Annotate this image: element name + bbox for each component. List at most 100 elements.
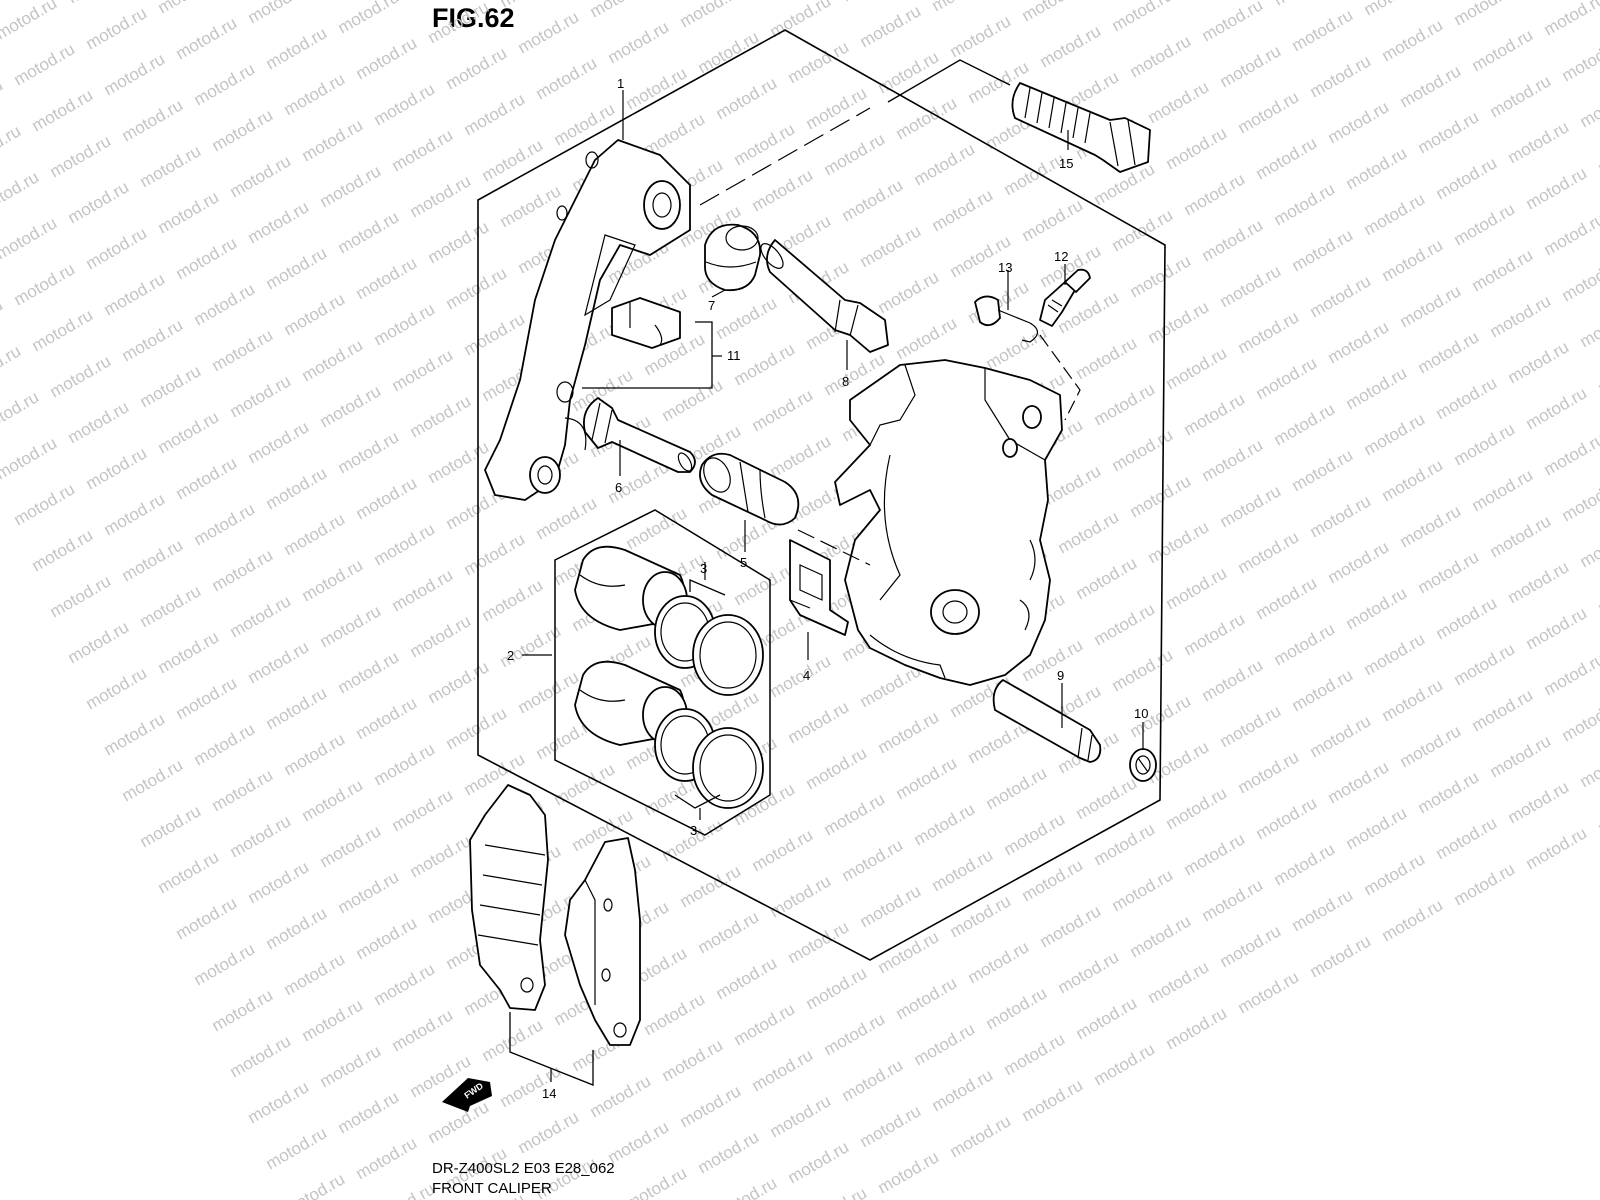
watermark-text: motod.ru [749, 825, 817, 875]
watermark-text: motod.ru [1361, 0, 1429, 19]
watermark-text: motod.ru [191, 719, 259, 769]
watermark-text: motod.ru [0, 75, 6, 125]
watermark-text: motod.ru [1397, 281, 1465, 331]
watermark-text: motod.ru [1217, 701, 1285, 751]
watermark-text: motod.ru [1451, 199, 1519, 249]
figure-title: FIG.62 [432, 3, 515, 33]
watermark-text: motod.ru [299, 335, 367, 385]
watermark-text: motod.ru [371, 1179, 439, 1200]
watermark-text: motod.ru [1343, 143, 1411, 193]
watermark-text: motod.ru [1559, 475, 1600, 525]
watermark-text: motod.ru [479, 575, 547, 625]
watermark-text: motod.ru [875, 1147, 943, 1197]
piston-upper-part [574, 545, 688, 631]
watermark-text: motod.ru [551, 759, 619, 809]
watermark-text: motod.ru [893, 93, 961, 143]
watermark-text: motod.ru [263, 243, 331, 293]
watermark-text: motod.ru [1451, 639, 1519, 689]
watermark-text: motod.ru [785, 1137, 853, 1187]
watermark-text: motod.ru [857, 1101, 925, 1151]
bleeder-guide-line [1039, 334, 1081, 421]
watermark-text: motod.ru [1343, 363, 1411, 413]
watermark-text: motod.ru [875, 267, 943, 317]
callout-5: 5 [740, 555, 747, 570]
watermark-text: motod.ru [1397, 501, 1465, 551]
watermark-text: motod.ru [191, 59, 259, 109]
watermark-text: motod.ru [1595, 127, 1600, 177]
watermark-text: motod.ru [101, 269, 169, 319]
watermark-text: motod.ru [245, 417, 313, 467]
watermark-text: motod.ru [1289, 665, 1357, 715]
watermark-text: motod.ru [137, 141, 205, 191]
watermark-text: motod.ru [227, 1031, 295, 1081]
watermark-text: motod.ru [1235, 527, 1303, 577]
watermark-text: motod.ru [749, 165, 817, 215]
watermark-text: motod.ru [1577, 301, 1600, 351]
watermark-text: motod.ru [1433, 593, 1501, 643]
watermark-text: motod.ru [353, 33, 421, 83]
watermark-text: motod.ru [155, 0, 223, 17]
watermark-text: motod.ru [1199, 655, 1267, 705]
watermark-text: motod.ru [1505, 337, 1573, 387]
watermark-text: motod.ru [497, 181, 565, 231]
watermark-text: motod.ru [353, 253, 421, 303]
watermark-text: motod.ru [209, 985, 277, 1035]
watermark-text: motod.ru [299, 995, 367, 1045]
watermark-text: motod.ru [1487, 731, 1555, 781]
watermark-text: motod.ru [137, 361, 205, 411]
watermark-text: motod.ru [0, 433, 60, 483]
watermark-text: motod.ru [353, 693, 421, 743]
plug-part [1129, 748, 1157, 782]
watermark-text: motod.ru [965, 937, 1033, 987]
watermark-text: motod.ru [11, 479, 79, 529]
watermark-text: motod.ru [317, 161, 385, 211]
watermark-text: motod.ru [1379, 455, 1447, 505]
watermark-text: motod.ru [1307, 931, 1375, 981]
watermark-text: motod.ru [1217, 261, 1285, 311]
watermark-text: motod.ru [839, 175, 907, 225]
watermark-text: motod.ru [263, 683, 331, 733]
watermark-text: motod.ru [1523, 383, 1591, 433]
watermark-text: motod.ru [623, 1163, 691, 1200]
watermark-text: motod.ru [1307, 491, 1375, 541]
watermark-text: motod.ru [371, 79, 439, 129]
watermark-text: motod.ru [1361, 849, 1429, 899]
watermark-text: motod.ru [425, 217, 493, 267]
watermark-text: motod.ru [1271, 179, 1339, 229]
watermark-text: motod.ru [1073, 553, 1141, 603]
callout-4: 4 [803, 668, 810, 683]
watermark-text: motod.ru [1487, 511, 1555, 561]
watermark-text: motod.ru [263, 463, 331, 513]
watermark-text: motod.ru [389, 565, 457, 615]
callout-8: 8 [842, 374, 849, 389]
watermark-text: motod.ru [0, 213, 60, 263]
watermark-text: motod.ru [101, 709, 169, 759]
watermark-text: motod.ru [83, 443, 151, 493]
watermark-text: motod.ru [335, 427, 403, 477]
callout-1: 1 [617, 76, 624, 91]
watermark-text: motod.ru [1199, 215, 1267, 265]
watermark-text: motod.ru [1163, 783, 1231, 833]
watermark-text: motod.ru [839, 835, 907, 885]
watermark-text: motod.ru [317, 381, 385, 431]
watermark-text: motod.ru [209, 105, 277, 155]
watermark-text: motod.ru [929, 845, 997, 895]
watermark-text: motod.ru [1415, 547, 1483, 597]
watermark-text: motod.ru [839, 1055, 907, 1105]
watermark-text: motod.ru [857, 221, 925, 271]
watermark-text: motod.ru [389, 125, 457, 175]
watermark-text: motod.ru [407, 0, 475, 1]
watermark-text: motod.ru [371, 299, 439, 349]
watermark-text: motod.ru [227, 811, 295, 861]
watermark-text: motod.ru [983, 983, 1051, 1033]
watermark-text: motod.ru [1091, 599, 1159, 649]
watermark-text: motod.ru [695, 907, 763, 957]
watermark-text: motod.ru [515, 667, 583, 717]
watermark-text: motod.ru [317, 1041, 385, 1091]
watermark-text: motod.ru [299, 775, 367, 825]
callout-7: 7 [708, 298, 715, 313]
watermark-text: motod.ru [173, 893, 241, 943]
watermark-text: motod.ru [263, 23, 331, 73]
watermark-text: motod.ru [1091, 379, 1159, 429]
callout-15: 15 [1059, 156, 1073, 171]
